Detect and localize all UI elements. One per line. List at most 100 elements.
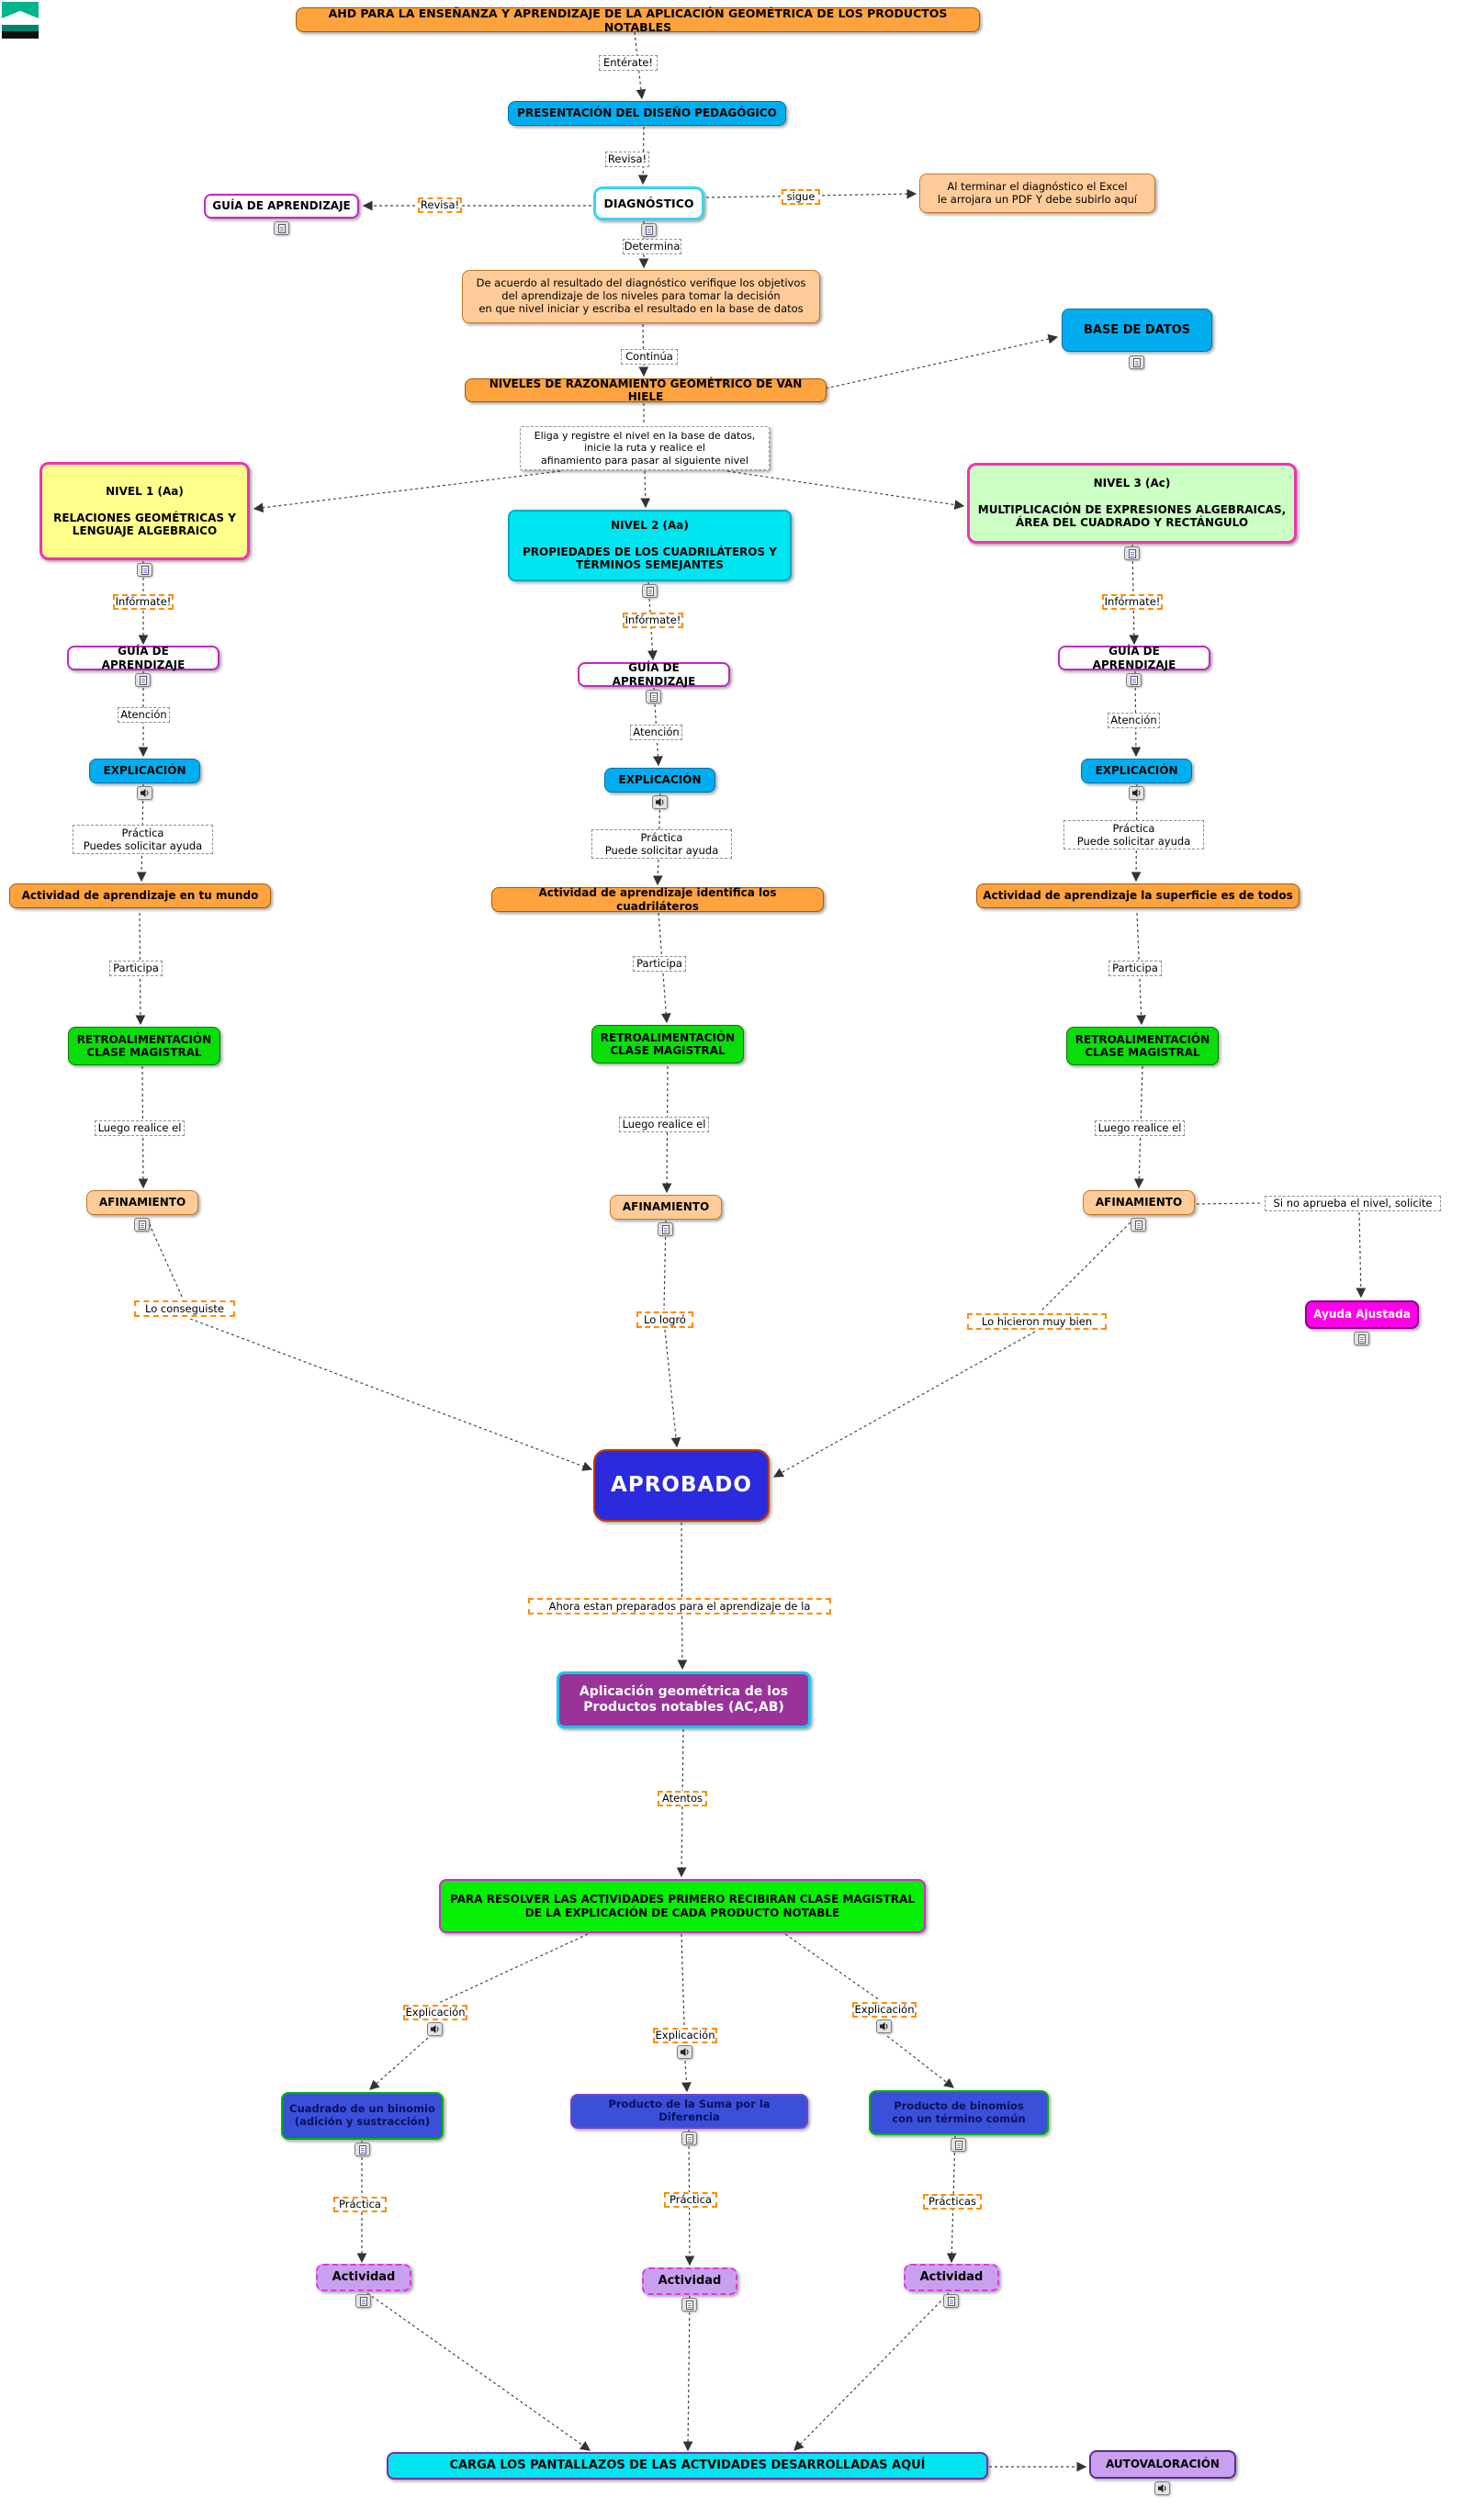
nivel2-doc-icon[interactable] bbox=[642, 584, 658, 598]
node-producto-suma-diferencia[interactable]: Producto de la Suma por la Diferencia bbox=[570, 2094, 808, 2129]
prod1-doc-icon[interactable] bbox=[354, 2143, 370, 2156]
node-ahd-title[interactable]: AHD PARA LA ENSEÑANZA Y APRENDIZAJE DE L… bbox=[296, 6, 980, 34]
afinamiento1-doc-icon[interactable] bbox=[134, 1218, 150, 1232]
link-si-no-aprueba[interactable]: Si no aprueba el nivel, solicite bbox=[1265, 1196, 1441, 1211]
node-nivel-1[interactable]: NIVEL 1 (Aa) RELACIONES GEOMÉTRICAS Y LE… bbox=[39, 462, 250, 560]
node-producto-binomios[interactable]: Producto de binomios con un término comú… bbox=[869, 2090, 1049, 2135]
link-participa-1[interactable]: Participa bbox=[109, 961, 163, 976]
autovaloracion-audio-icon[interactable] bbox=[1154, 2481, 1170, 2495]
node-actividad-small-3[interactable]: Actividad bbox=[904, 2264, 999, 2291]
node-explicacion-1[interactable]: EXPLICACIÓN bbox=[89, 759, 200, 783]
node-carga-pantallazos[interactable]: CARGA LOS PANTALLAZOS DE LAS ACTVIDADES … bbox=[387, 2452, 988, 2480]
node-guia-3[interactable]: GUÍA DE APRENDIZAJE bbox=[1058, 645, 1210, 671]
node-explicacion-3[interactable]: EXPLICACIÓN bbox=[1081, 759, 1192, 783]
node-aprobado[interactable]: APROBADO bbox=[593, 1449, 770, 1522]
node-presentacion[interactable]: PRESENTACIÓN DEL DISEÑO PEDAGÓGICO bbox=[508, 101, 786, 126]
explicacion3-audio-icon[interactable] bbox=[1129, 786, 1144, 800]
link-atentos[interactable]: Atentos bbox=[658, 1791, 707, 1806]
link-atencion-3[interactable]: Atención bbox=[1108, 713, 1160, 728]
link-sigue[interactable]: sigue bbox=[782, 189, 820, 205]
link-informate-2[interactable]: Infórmate! bbox=[623, 613, 683, 628]
link-ahora-preparados[interactable]: Ahora estan preparados para el aprendiza… bbox=[528, 1598, 831, 1614]
node-nivel-2[interactable]: NIVEL 2 (Aa) PROPIEDADES DE LOS CUADRILÁ… bbox=[508, 510, 792, 581]
ayuda-doc-icon[interactable] bbox=[1354, 1332, 1369, 1345]
afinamiento3-doc-icon[interactable] bbox=[1131, 1218, 1146, 1232]
link-continua[interactable]: Continúa bbox=[621, 349, 678, 365]
link-luego-1[interactable]: Luego realice el bbox=[95, 1120, 185, 1136]
link-participa-3[interactable]: Participa bbox=[1109, 961, 1162, 976]
node-autovaloracion[interactable]: AUTOVALORACIÓN bbox=[1089, 2450, 1236, 2479]
base-datos-doc-icon[interactable] bbox=[1129, 355, 1144, 369]
node-actividad-small-2[interactable]: Actividad bbox=[642, 2267, 737, 2295]
link-lo-logro[interactable]: Lo logró bbox=[636, 1311, 693, 1328]
link-practica-ayuda-2[interactable]: Práctica Puede solicitar ayuda bbox=[591, 829, 732, 859]
node-ayuda-ajustada[interactable]: Ayuda Ajustada bbox=[1305, 1300, 1419, 1329]
node-actividad-aprendizaje-3[interactable]: Actividad de aprendizaje la superficie e… bbox=[976, 883, 1300, 908]
node-de-acuerdo[interactable]: De acuerdo al resultado del diagnóstico … bbox=[462, 270, 820, 323]
node-niveles-van-hiele[interactable]: NIVELES DE RAZONAMIENTO GEOMÉTRICO DE VA… bbox=[465, 377, 827, 403]
link-practica-b2[interactable]: Práctica bbox=[664, 2192, 717, 2208]
link-enterate[interactable]: Entérate! bbox=[599, 55, 658, 71]
explicacion-label2-audio-icon[interactable] bbox=[677, 2045, 692, 2059]
link-practica-b1[interactable]: Práctica bbox=[333, 2197, 387, 2212]
link-atencion-1[interactable]: Atención bbox=[118, 707, 170, 723]
afinamiento2-doc-icon[interactable] bbox=[658, 1222, 673, 1236]
node-guia-1[interactable]: GUÍA DE APRENDIZAJE bbox=[67, 645, 219, 671]
actividad2-doc-icon[interactable] bbox=[681, 2298, 697, 2312]
link-luego-3[interactable]: Luego realice el bbox=[1095, 1120, 1185, 1136]
node-diagnostico[interactable]: DIAGNÓSTICO bbox=[593, 186, 704, 220]
link-lo-hicieron[interactable]: Lo hicieron muy bien bbox=[967, 1313, 1107, 1330]
node-actividad-aprendizaje-2[interactable]: Actividad de aprendizaje identifica los … bbox=[491, 886, 824, 913]
actividad1-doc-icon[interactable] bbox=[355, 2294, 371, 2308]
node-afinamiento-2[interactable]: AFINAMIENTO bbox=[610, 1195, 722, 1220]
guia-top-doc-icon[interactable] bbox=[274, 221, 289, 235]
node-guia-top[interactable]: GUÍA DE APRENDIZAJE bbox=[204, 194, 359, 219]
node-nivel-3[interactable]: NIVEL 3 (Ac) MULTIPLICACIÓN DE EXPRESION… bbox=[967, 463, 1297, 544]
node-retroalimentacion-1[interactable]: RETROALIMENTACIÓN CLASE MAGISTRAL bbox=[68, 1027, 220, 1065]
node-excel-note[interactable]: Al terminar el diagnóstico el Excel le a… bbox=[919, 174, 1155, 213]
cmap-logo bbox=[2, 2, 39, 39]
link-practica-ayuda-1[interactable]: Práctica Puedes solicitar ayuda bbox=[73, 825, 213, 854]
explicacion-label3-audio-icon[interactable] bbox=[876, 2019, 892, 2033]
nivel3-doc-icon[interactable] bbox=[1124, 546, 1140, 560]
link-atencion-2[interactable]: Atención bbox=[630, 725, 682, 740]
node-para-resolver[interactable]: PARA RESOLVER LAS ACTIVIDADES PRIMERO RE… bbox=[439, 1879, 926, 1933]
link-explicacion-2[interactable]: Explicación bbox=[653, 2028, 717, 2043]
link-revisa-1[interactable]: Revisa! bbox=[605, 152, 649, 167]
link-practica-ayuda-3[interactable]: Práctica Puede solicitar ayuda bbox=[1063, 820, 1204, 849]
explicacion-label1-audio-icon[interactable] bbox=[427, 2022, 443, 2036]
node-cuadrado-binomio[interactable]: Cuadrado de un binomio (adición y sustra… bbox=[281, 2092, 444, 2140]
link-luego-2[interactable]: Luego realice el bbox=[619, 1117, 709, 1132]
prod3-doc-icon[interactable] bbox=[951, 2138, 966, 2152]
prod2-doc-icon[interactable] bbox=[681, 2132, 697, 2145]
node-afinamiento-3[interactable]: AFINAMIENTO bbox=[1083, 1190, 1195, 1215]
diagnostico-doc-icon[interactable] bbox=[641, 223, 657, 237]
nivel1-doc-icon[interactable] bbox=[137, 563, 152, 577]
node-retroalimentacion-3[interactable]: RETROALIMENTACIÓN CLASE MAGISTRAL bbox=[1066, 1027, 1219, 1065]
node-aplicacion-geometrica[interactable]: Aplicación geométrica de los Productos n… bbox=[557, 1671, 811, 1728]
link-determina[interactable]: Determina bbox=[623, 239, 681, 254]
node-base-de-datos[interactable]: BASE DE DATOS bbox=[1062, 309, 1212, 352]
node-retroalimentacion-2[interactable]: RETROALIMENTACIÓN CLASE MAGISTRAL bbox=[591, 1025, 744, 1063]
node-eliga-registre[interactable]: Eliga y registre el nivel en la base de … bbox=[520, 426, 770, 470]
link-revisa-2[interactable]: Revisa! bbox=[418, 197, 462, 213]
node-actividad-small-1[interactable]: Actividad bbox=[316, 2264, 411, 2291]
explicacion2-audio-icon[interactable] bbox=[652, 795, 668, 809]
node-actividad-aprendizaje-1[interactable]: Actividad de aprendizaje en tu mundo bbox=[9, 883, 271, 908]
link-explicacion-1[interactable]: Explicación bbox=[403, 2005, 467, 2020]
link-explicacion-3[interactable]: Explicación bbox=[852, 2002, 917, 2018]
node-guia-2[interactable]: GUÍA DE APRENDIZAJE bbox=[578, 661, 730, 688]
node-explicacion-2[interactable]: EXPLICACIÓN bbox=[604, 768, 715, 793]
link-participa-2[interactable]: Participa bbox=[633, 956, 686, 972]
guia2-doc-icon[interactable] bbox=[646, 690, 661, 703]
link-informate-3[interactable]: Infórmate! bbox=[1102, 594, 1163, 610]
link-practicas-b3[interactable]: Prácticas bbox=[923, 2194, 982, 2210]
link-lo-conseguiste[interactable]: Lo conseguiste bbox=[134, 1300, 235, 1317]
link-informate-1[interactable]: Infórmate! bbox=[113, 594, 174, 610]
guia1-doc-icon[interactable] bbox=[135, 673, 151, 687]
explicacion1-audio-icon[interactable] bbox=[137, 786, 152, 800]
guia3-doc-icon[interactable] bbox=[1126, 673, 1142, 687]
actividad3-doc-icon[interactable] bbox=[943, 2294, 959, 2308]
node-afinamiento-1[interactable]: AFINAMIENTO bbox=[86, 1190, 198, 1215]
